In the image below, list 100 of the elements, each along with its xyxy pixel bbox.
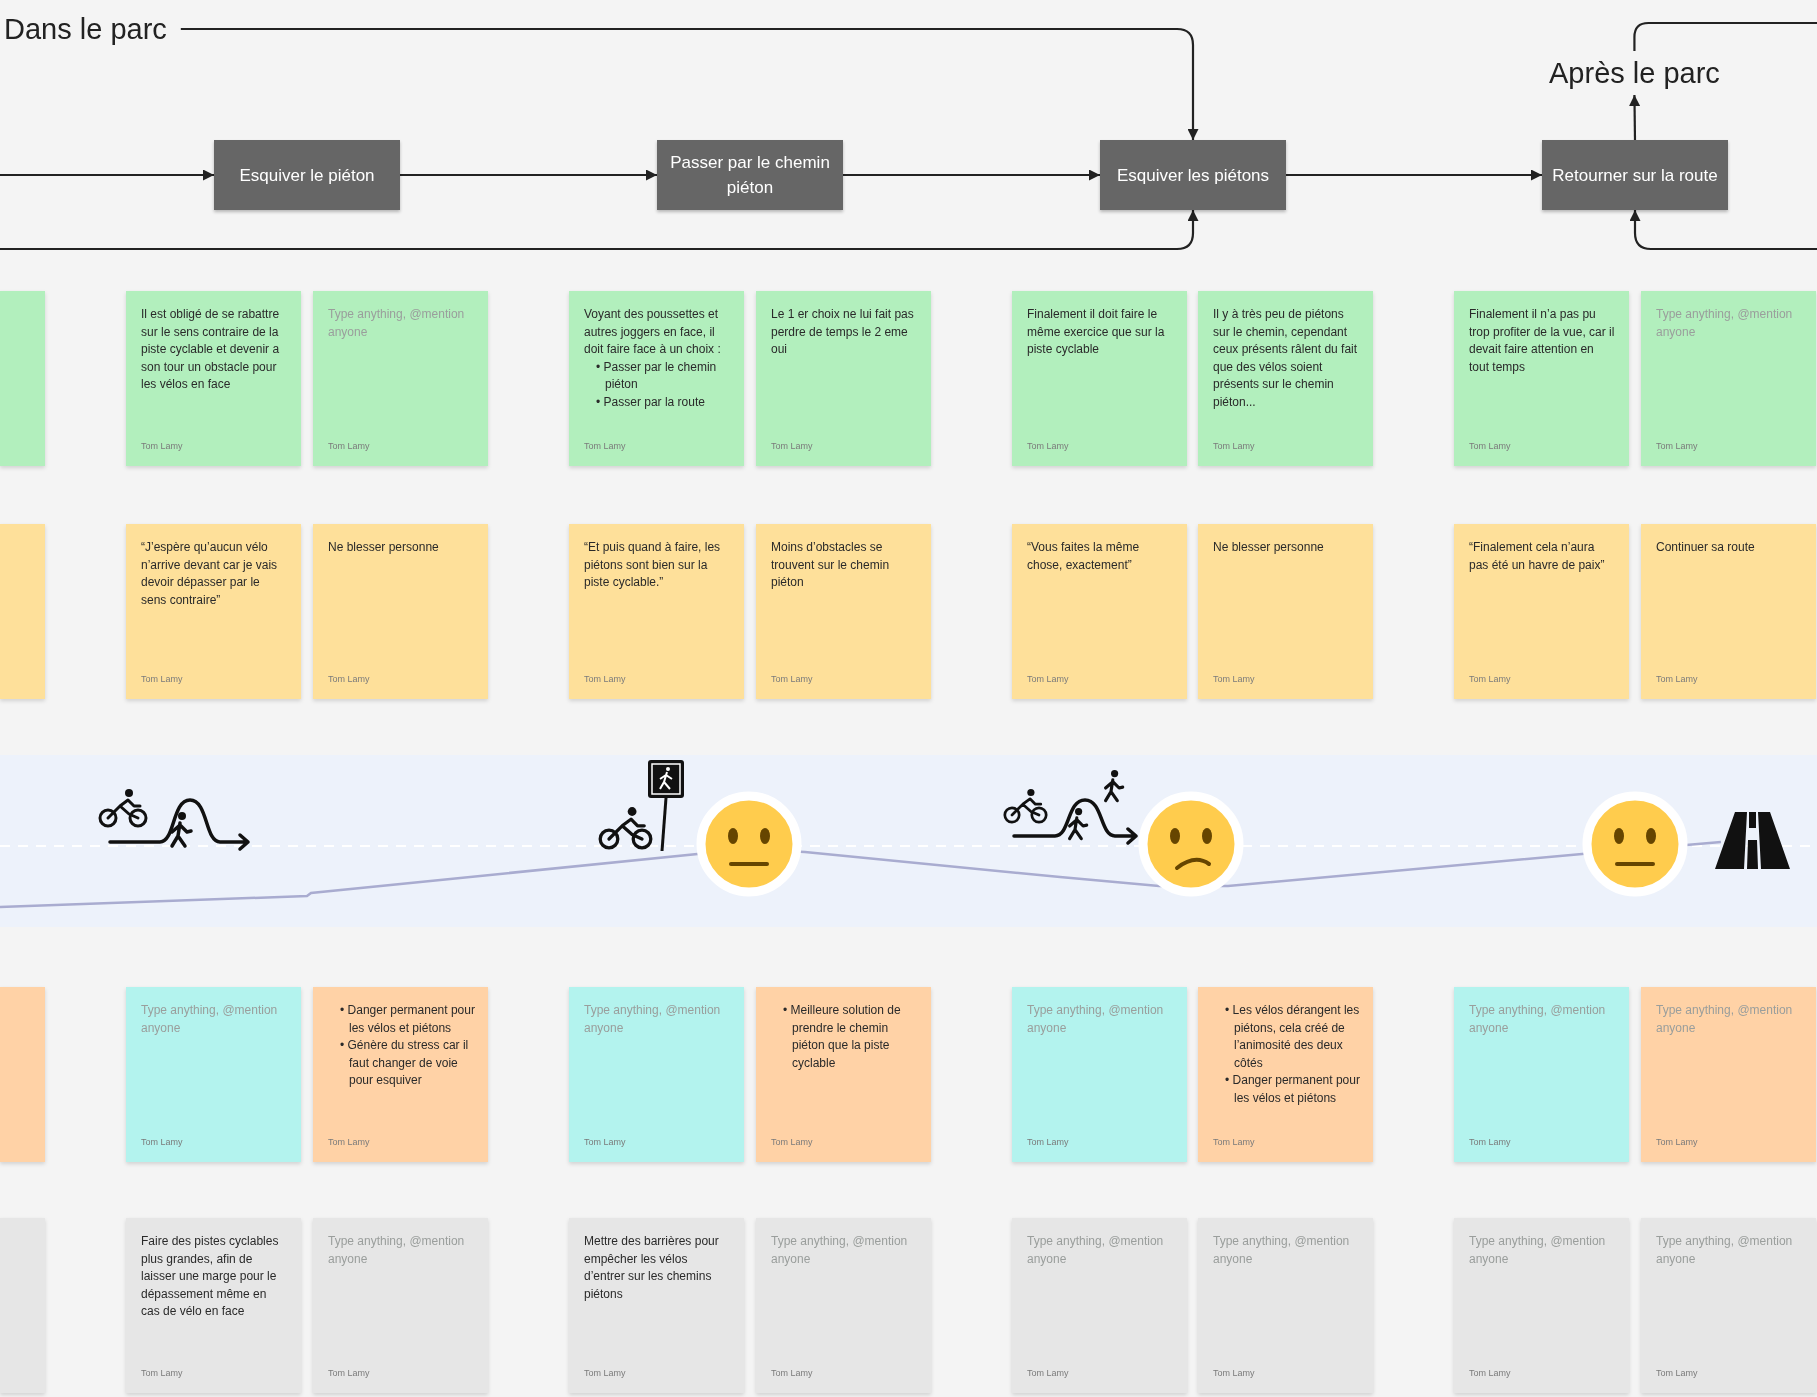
sticky-note bbox=[0, 524, 45, 699]
arrow bbox=[1629, 210, 1817, 251]
sticky-note bbox=[0, 1218, 45, 1393]
sticky-note bbox=[126, 524, 301, 699]
arrow bbox=[0, 210, 1199, 251]
process-box: Esquiver le piéton bbox=[214, 140, 400, 210]
list-item: • Passer par la route bbox=[596, 393, 706, 411]
sticky-note bbox=[313, 291, 488, 466]
list-item: • Meilleure solution de prendre le chemin piéton que la piste cyclable bbox=[783, 1002, 902, 1072]
sticky-note bbox=[313, 1218, 488, 1393]
note-text: Moins d’obstacles se trouvent sur le chemin piéton bbox=[771, 539, 891, 591]
author-name: Tom Lamy bbox=[1656, 1137, 1698, 1148]
author-name: Tom Lamy bbox=[328, 1137, 370, 1148]
process-box: Esquiver les piétons bbox=[1100, 140, 1286, 210]
author-name: Tom Lamy bbox=[584, 441, 626, 452]
placeholder-text: Type anything, @mention anyone bbox=[1469, 1002, 1607, 1037]
placeholder-text: Type anything, @mention anyone bbox=[328, 1233, 466, 1268]
arrow bbox=[400, 169, 657, 181]
sticky-note bbox=[126, 291, 301, 466]
placeholder-text: Type anything, @mention anyone bbox=[1656, 1233, 1794, 1268]
author-name: Tom Lamy bbox=[1656, 1368, 1698, 1379]
note-text: Il y à très peu de piétons sur le chemin, cependant ceux présents râlent du fait que des vélos soient présents sur le chemin piéton... bbox=[1213, 306, 1359, 411]
arrow bbox=[1629, 95, 1641, 140]
author-name: Tom Lamy bbox=[1213, 674, 1255, 685]
author-name: Tom Lamy bbox=[1656, 674, 1698, 685]
note-text: Finalement il n’a pas pu trop profiter de la vue, car il devait faire attention en tout temps bbox=[1469, 306, 1616, 376]
sticky-note bbox=[313, 524, 488, 699]
sticky-note bbox=[1198, 987, 1373, 1162]
connector-line bbox=[1633, 21, 1817, 51]
note-text: Faire des pistes cyclables plus grandes, afin de laisser une marge pour le dépassement même en cas de vélo en face bbox=[141, 1233, 280, 1320]
note-text: Le 1 er choix ne lui fait pas perdre de temps le 2 eme oui bbox=[771, 306, 915, 358]
sticky-note bbox=[126, 1218, 301, 1393]
author-name: Tom Lamy bbox=[1027, 441, 1069, 452]
sticky-note bbox=[1454, 987, 1629, 1162]
author-name: Tom Lamy bbox=[141, 1368, 183, 1379]
author-name: Tom Lamy bbox=[584, 1137, 626, 1148]
sticky-note bbox=[313, 987, 488, 1162]
author-name: Tom Lamy bbox=[328, 1368, 370, 1379]
author-name: Tom Lamy bbox=[1469, 1368, 1511, 1379]
sticky-note bbox=[756, 1218, 931, 1393]
section-title: Après le parc bbox=[1549, 55, 1720, 91]
note-text: Il est obligé de se rabattre sur le sens contraire de la piste cyclable et devenir a son tour un obstacle pour les vélos en face bbox=[141, 306, 281, 393]
sticky-note bbox=[569, 524, 744, 699]
author-name: Tom Lamy bbox=[1027, 674, 1069, 685]
placeholder-text: Type anything, @mention anyone bbox=[1027, 1233, 1165, 1268]
author-name: Tom Lamy bbox=[141, 674, 183, 685]
author-name: Tom Lamy bbox=[584, 1368, 626, 1379]
sticky-note bbox=[1012, 987, 1187, 1162]
author-name: Tom Lamy bbox=[1469, 441, 1511, 452]
placeholder-text: Type anything, @mention anyone bbox=[1469, 1233, 1607, 1268]
list-item: • Danger permanent pour les vélos et piétons bbox=[340, 1002, 475, 1037]
author-name: Tom Lamy bbox=[771, 441, 813, 452]
note-text: Ne blesser personne bbox=[1213, 539, 1325, 556]
author-name: Tom Lamy bbox=[1027, 1368, 1069, 1379]
placeholder-text: Type anything, @mention anyone bbox=[1656, 1002, 1794, 1037]
author-name: Tom Lamy bbox=[1469, 674, 1511, 685]
author-name: Tom Lamy bbox=[328, 674, 370, 685]
placeholder-text: Type anything, @mention anyone bbox=[1213, 1233, 1351, 1268]
list-item: • Génère du stress car il faut changer de voie pour esquiver bbox=[340, 1037, 470, 1089]
sticky-note bbox=[569, 1218, 744, 1393]
sticky-note bbox=[1454, 1218, 1629, 1393]
sticky-note bbox=[0, 987, 45, 1162]
placeholder-text: Type anything, @mention anyone bbox=[1656, 306, 1794, 341]
placeholder-text: Type anything, @mention anyone bbox=[141, 1002, 279, 1037]
arrow bbox=[843, 169, 1100, 181]
sticky-note bbox=[126, 987, 301, 1162]
placeholder-text: Type anything, @mention anyone bbox=[771, 1233, 909, 1268]
author-name: Tom Lamy bbox=[771, 674, 813, 685]
sticky-note bbox=[1454, 291, 1629, 466]
placeholder-text: Type anything, @mention anyone bbox=[1027, 1002, 1165, 1037]
note-text: Voyant des poussettes et autres joggers en face, il doit faire face à un choix : bbox=[584, 306, 722, 358]
author-name: Tom Lamy bbox=[584, 674, 626, 685]
note-text: “J’espère qu’aucun vélo n’arrive devant car je vais devoir dépasser par le sens contraire” bbox=[141, 539, 279, 609]
sticky-note bbox=[569, 291, 744, 466]
list-item: • Les vélos dérangent les piétons, cela créé de l’animosité des deux côtés bbox=[1225, 1002, 1360, 1072]
sticky-note bbox=[1454, 524, 1629, 699]
note-text: Finalement il doit faire le même exercice que sur la piste cyclable bbox=[1027, 306, 1166, 358]
section-title: Dans le parc bbox=[4, 11, 167, 47]
arrow bbox=[0, 169, 214, 181]
note-text: “Finalement cela n’aura pas été un havre de paix” bbox=[1469, 539, 1606, 574]
sticky-note bbox=[1641, 524, 1816, 699]
placeholder-text: Type anything, @mention anyone bbox=[328, 306, 466, 341]
sticky-note bbox=[1641, 1218, 1816, 1393]
author-name: Tom Lamy bbox=[1213, 1137, 1255, 1148]
author-name: Tom Lamy bbox=[1469, 1137, 1511, 1148]
placeholder-text: Type anything, @mention anyone bbox=[584, 1002, 722, 1037]
note-text: Ne blesser personne bbox=[328, 539, 440, 556]
note-text: Mettre des barrières pour empêcher les vélos d’entrer sur les chemins piétons bbox=[584, 1233, 720, 1303]
author-name: Tom Lamy bbox=[1656, 441, 1698, 452]
author-name: Tom Lamy bbox=[328, 441, 370, 452]
sticky-note bbox=[1012, 524, 1187, 699]
sticky-note bbox=[1012, 1218, 1187, 1393]
sticky-note bbox=[1012, 291, 1187, 466]
note-text: “Et puis quand à faire, les piétons sont bien sur la piste cyclable.” bbox=[584, 539, 722, 591]
author-name: Tom Lamy bbox=[771, 1137, 813, 1148]
sticky-note bbox=[1198, 291, 1373, 466]
sticky-note bbox=[1641, 291, 1816, 466]
author-name: Tom Lamy bbox=[1027, 1137, 1069, 1148]
sticky-note bbox=[756, 524, 931, 699]
note-text: “Vous faites la même chose, exactement” bbox=[1027, 539, 1141, 574]
